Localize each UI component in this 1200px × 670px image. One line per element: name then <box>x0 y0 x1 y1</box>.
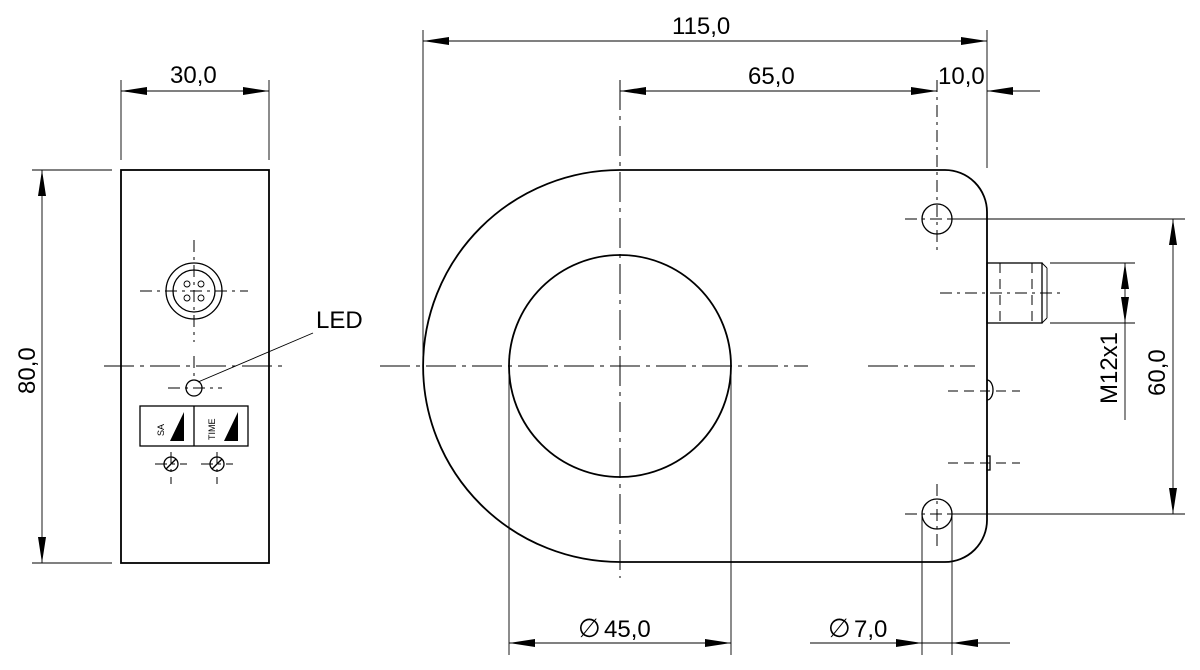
switch-time-label: TIME <box>207 419 217 441</box>
switch-panel: SA TIME <box>139 405 249 447</box>
main-body-outline <box>422 169 988 563</box>
dim-hole-spacing: 60,0 <box>950 218 1185 515</box>
m12-connector <box>940 262 1060 324</box>
switch-sa-label: SA <box>156 424 166 436</box>
svg-text:80,0: 80,0 <box>14 347 41 394</box>
dim-center-to-end: 65,0 <box>620 63 937 95</box>
dim-bore-diameter: ∅ 45,0 <box>508 366 732 655</box>
svg-text:115,0: 115,0 <box>672 13 730 40</box>
dim-hole-diameter: ∅ 7,0 <box>810 514 1010 655</box>
svg-text:∅: ∅ <box>578 614 601 644</box>
svg-text:10,0: 10,0 <box>938 63 985 90</box>
svg-text:7,0: 7,0 <box>854 616 887 643</box>
dim-side-width: 30,0 <box>120 62 270 160</box>
main-view: 115,0 65,0 10,0 ∅ 45,0 <box>380 13 1185 655</box>
svg-text:30,0: 30,0 <box>170 62 217 89</box>
dim-hole-to-end: 10,0 <box>938 63 1040 95</box>
potentiometer-screws <box>155 452 233 484</box>
dim-side-height: 80,0 <box>14 169 112 564</box>
side-features <box>948 379 1020 471</box>
svg-text:45,0: 45,0 <box>604 616 651 643</box>
svg-text:60,0: 60,0 <box>1144 349 1171 396</box>
dim-connector-thread: M12x1 <box>1050 262 1135 420</box>
led-indicator <box>168 332 314 397</box>
led-label: LED <box>316 307 363 334</box>
connector-front <box>140 240 248 342</box>
side-view: LED SA TIME 30,0 <box>14 62 363 564</box>
svg-text:M12x1: M12x1 <box>1096 332 1123 404</box>
dim-total-length: 115,0 <box>422 13 988 360</box>
svg-text:∅: ∅ <box>828 614 851 644</box>
svg-text:65,0: 65,0 <box>748 63 795 90</box>
